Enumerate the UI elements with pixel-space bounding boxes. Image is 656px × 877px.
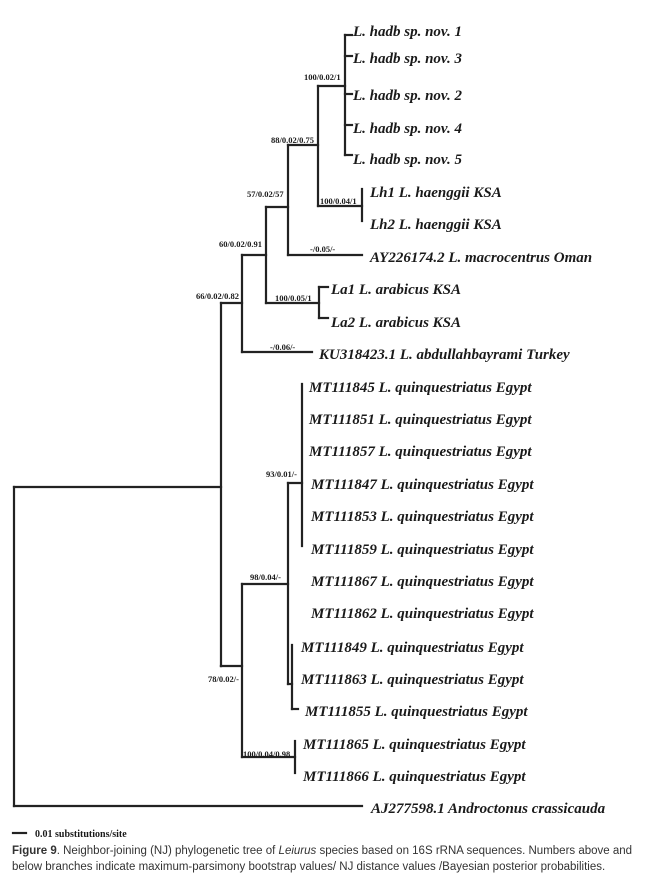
taxon-label: MT111851 L. quinquestriatus Egypt: [308, 412, 532, 428]
caption-text-1: . Neighbor-joining (NJ) phylogenetic tre…: [56, 845, 279, 857]
taxon-label: MT111847 L. quinquestriatus Egypt: [310, 477, 534, 493]
taxon-label: MT111866 L. quinquestriatus Egypt: [302, 769, 526, 785]
support-label: 66/0.02/0.82: [196, 291, 239, 301]
support-label: 60/0.02/0.91: [219, 239, 262, 249]
taxon-label: MT111853 L. quinquestriatus Egypt: [310, 509, 534, 525]
taxon-label: L. hadb sp. nov. 5: [352, 152, 463, 168]
scale-bar: 0.01 substitutions/site: [11, 829, 127, 840]
scale-bar-label: 0.01 substitutions/site: [35, 829, 127, 840]
taxon-label: MT111865 L. quinquestriatus Egypt: [302, 737, 526, 753]
taxon-label: MT111855 L. quinquestriatus Egypt: [304, 704, 528, 720]
taxon-label: AY226174.2 L. macrocentrus Oman: [369, 250, 592, 266]
caption-text-2: species based on 16S rRNA sequences. Num…: [12, 845, 633, 873]
support-label: 100/0.04/1: [320, 196, 357, 206]
support-label: 93/0.01/-: [266, 469, 297, 479]
caption-genus: Leiurus: [278, 845, 317, 857]
taxon-label: L. hadb sp. nov. 4: [352, 121, 463, 137]
taxon-label: MT111859 L. quinquestriatus Egypt: [310, 542, 534, 558]
taxon-label: L. hadb sp. nov. 3: [352, 51, 463, 67]
taxon-label: MT111863 L. quinquestriatus Egypt: [300, 672, 524, 688]
taxon-label: AJ277598.1 Androctonus crassicauda: [370, 801, 606, 817]
taxon-labels: L. hadb sp. nov. 1 L. hadb sp. nov. 3 L.…: [300, 24, 606, 817]
taxon-label: MT111867 L. quinquestriatus Egypt: [310, 574, 534, 590]
taxon-label: Lh2 L. haenggii KSA: [369, 217, 502, 233]
support-label: 100/0.05/1: [275, 293, 312, 303]
support-label: 100/0.04/0.98: [243, 749, 290, 759]
taxon-label: MT111857 L. quinquestriatus Egypt: [308, 444, 532, 460]
support-label: 57/0.02/57: [247, 189, 284, 199]
figure-label: Figure 9: [12, 845, 57, 857]
taxon-label: MT111845 L. quinquestriatus Egypt: [308, 380, 532, 396]
taxon-label: MT111862 L. quinquestriatus Egypt: [310, 606, 534, 622]
taxon-label: L. hadb sp. nov. 1: [352, 24, 462, 40]
tree-branches: [12, 33, 364, 808]
figure-caption: Figure 9. Neighbor-joining (NJ) phylogen…: [12, 843, 648, 875]
support-value-labels: 100/0.02/1 88/0.02/0.75 100/0.04/1 57/0.…: [196, 72, 357, 759]
taxon-label: La2 L. arabicus KSA: [330, 315, 461, 331]
support-label: -/0.06/-: [270, 342, 295, 352]
taxon-label: MT111849 L. quinquestriatus Egypt: [300, 640, 524, 656]
support-label: -/0.05/-: [310, 244, 335, 254]
support-label: 100/0.02/1: [304, 72, 341, 82]
taxon-label: La1 L. arabicus KSA: [330, 282, 461, 298]
taxon-label: KU318423.1 L. abdullahbayrami Turkey: [318, 347, 570, 363]
support-label: 98/0.04/-: [250, 572, 281, 582]
support-label: 88/0.02/0.75: [271, 135, 314, 145]
phylogenetic-tree: L. hadb sp. nov. 1 L. hadb sp. nov. 3 L.…: [11, 24, 606, 840]
taxon-label: L. hadb sp. nov. 2: [352, 88, 463, 104]
taxon-label: Lh1 L. haenggii KSA: [369, 185, 502, 201]
support-label: 78/0.02/-: [208, 674, 239, 684]
